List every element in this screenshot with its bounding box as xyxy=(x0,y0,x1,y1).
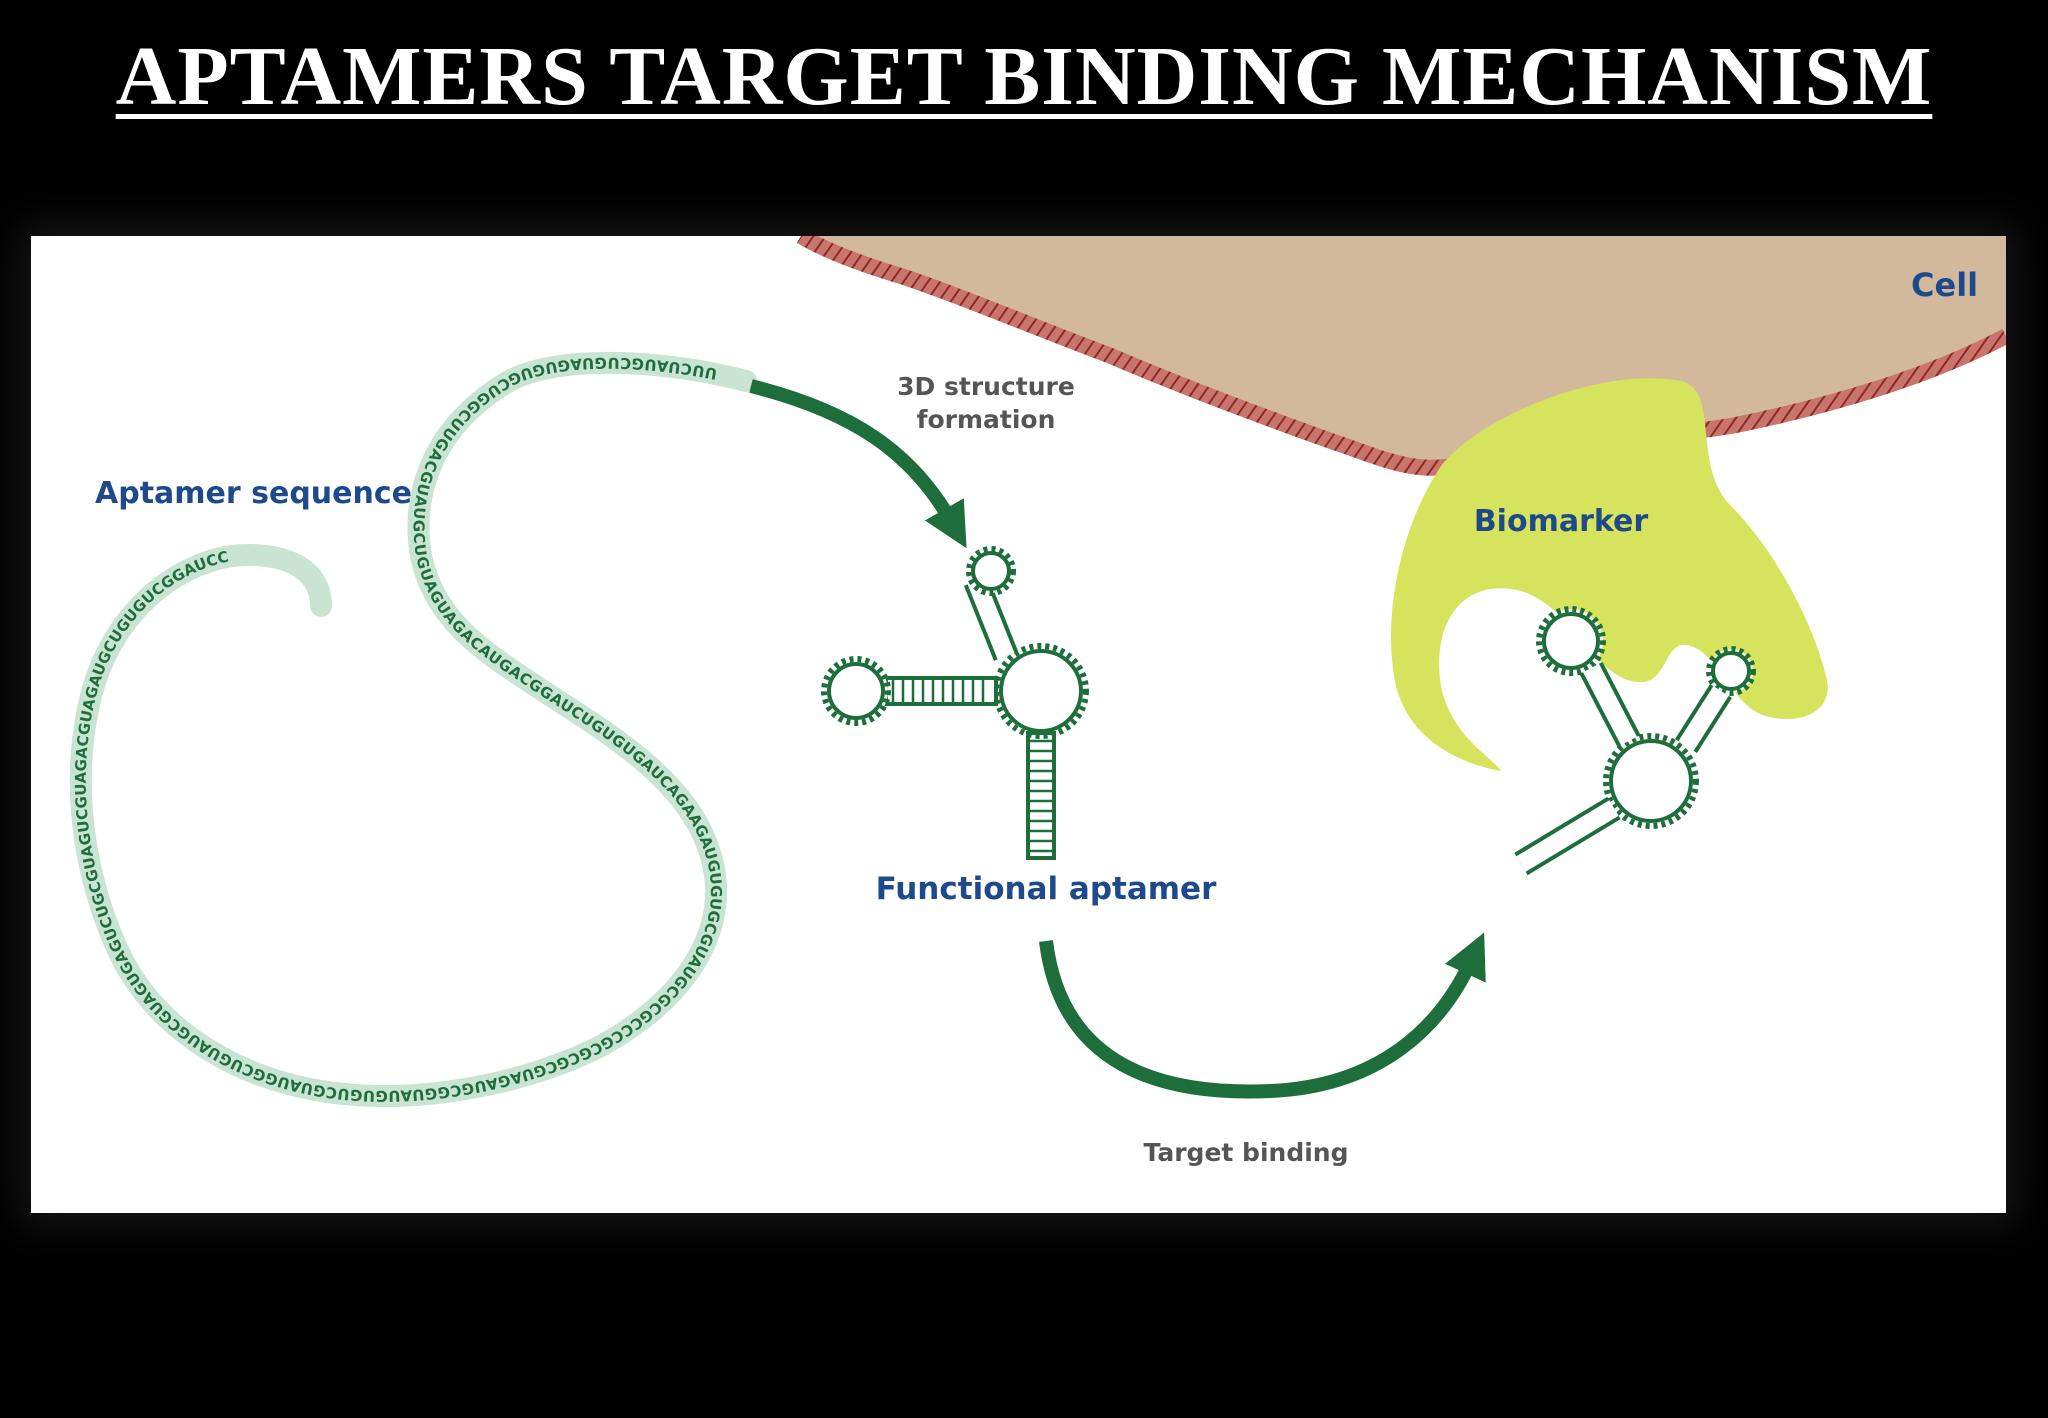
cell-label: Cell xyxy=(1911,266,1978,304)
target-binding-label: Target binding xyxy=(1144,1138,1349,1167)
diagram-panel: Cell UUCUAUGCUGUAGUGUGCUGGCUUGACGUAUGCUG… xyxy=(31,236,2006,1213)
functional-aptamer-label: Functional aptamer xyxy=(876,871,1217,907)
structure-formation-arrow xyxy=(749,379,967,549)
bound-aptamer-stems xyxy=(1514,661,1732,876)
functional-aptamer xyxy=(821,546,1089,860)
structure-formation-label-1: 3D structure xyxy=(897,372,1075,401)
diagram-svg: Cell UUCUAUGCUGUAGUGUGCUGGCUUGACGUAUGCUG… xyxy=(69,236,2006,1167)
slide-title: APTAMERS TARGET BINDING MECHANISM xyxy=(115,30,1933,123)
aptamer-base-pairs xyxy=(891,678,1054,853)
structure-formation-label-2: formation xyxy=(917,405,1056,434)
biomarker: Biomarker xyxy=(1391,378,1828,771)
aptamer-sequence-label: Aptamer sequence xyxy=(95,476,412,511)
bound-aptamer xyxy=(1536,606,1756,829)
biomarker-label: Biomarker xyxy=(1474,504,1649,539)
aptamer-sequence-strand: UUCUAUGCUGUAGUGUGCUGGCUUGACGUAUGCUGUAGUA… xyxy=(69,351,757,1107)
sequence-text: UUCUAUGCUGUAGUGUGCUGGCUUGACGUAUGCUGUAGUA… xyxy=(72,354,725,1105)
target-binding-arrow xyxy=(1039,932,1486,1099)
cell: Cell xyxy=(796,236,2006,476)
